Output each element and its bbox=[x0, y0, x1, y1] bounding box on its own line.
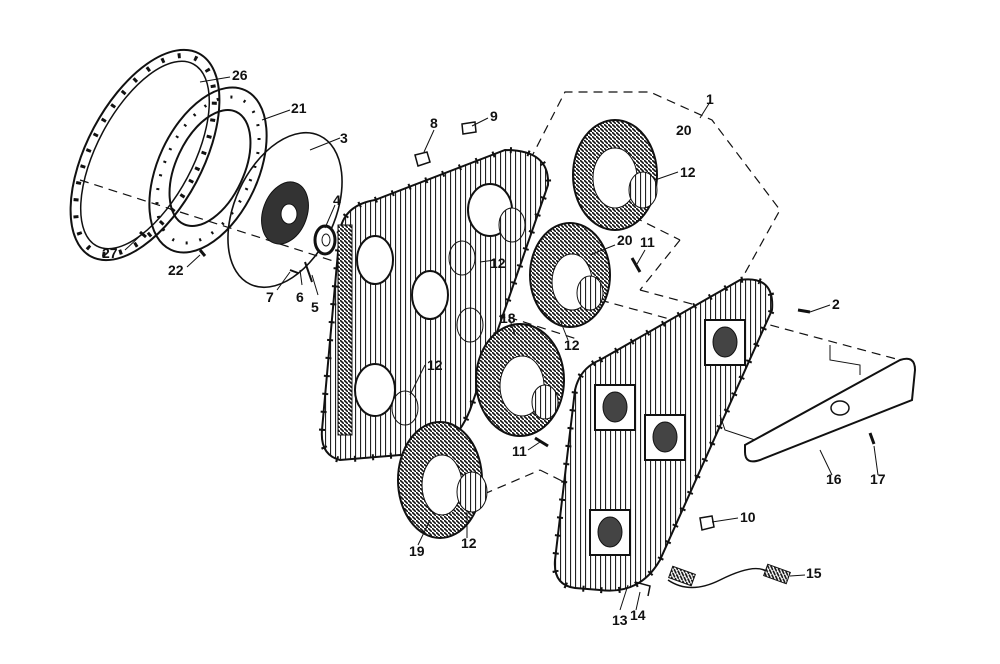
callout-8: 8 bbox=[430, 115, 438, 131]
clutch-disc-3 bbox=[227, 131, 343, 289]
callout-12-left: 12 bbox=[490, 255, 506, 271]
gasket-ring-26 bbox=[69, 48, 221, 262]
callout-20-upper: 20 bbox=[676, 122, 692, 138]
callout-12-housing: 12 bbox=[427, 357, 443, 373]
callout-11-lower: 11 bbox=[512, 443, 527, 459]
leader-lines bbox=[124, 76, 879, 611]
callout-22: 22 bbox=[168, 262, 184, 278]
gear-18 bbox=[475, 323, 565, 437]
callout-10: 10 bbox=[740, 509, 756, 525]
callout-7: 7 bbox=[266, 289, 274, 305]
callout-19: 19 bbox=[409, 543, 425, 559]
gear-20-upper bbox=[572, 119, 658, 231]
bracket-16 bbox=[719, 345, 917, 463]
bearings-12 bbox=[391, 207, 526, 426]
callout-11-upper: 11 bbox=[640, 234, 655, 250]
callout-3: 3 bbox=[340, 130, 348, 146]
callout-17: 17 bbox=[870, 471, 886, 487]
callout-20-middle: 20 bbox=[617, 232, 633, 248]
callout-12-middle: 12 bbox=[564, 337, 580, 353]
callout-12-top: 12 bbox=[680, 164, 696, 180]
cover-plate bbox=[551, 276, 776, 594]
callout-9: 9 bbox=[490, 108, 498, 124]
callout-labels: 1 2 3 4 5 6 7 8 9 10 11 11 12 12 12 12 1… bbox=[102, 67, 886, 628]
callout-13: 13 bbox=[612, 612, 628, 628]
callout-15: 15 bbox=[806, 565, 822, 581]
gear-19 bbox=[397, 421, 488, 539]
callout-4: 4 bbox=[333, 192, 341, 208]
callout-2: 2 bbox=[832, 296, 840, 312]
callout-6: 6 bbox=[296, 289, 304, 305]
washer-4 bbox=[313, 224, 337, 256]
callout-16: 16 bbox=[826, 471, 842, 487]
callout-14: 14 bbox=[630, 607, 646, 623]
callout-18: 18 bbox=[500, 310, 516, 326]
callout-12-bottom: 12 bbox=[461, 535, 477, 551]
callout-27: 27 bbox=[102, 245, 118, 261]
hardware-parts bbox=[139, 121, 876, 597]
gear-20-middle bbox=[529, 222, 611, 328]
callout-1: 1 bbox=[706, 91, 714, 107]
flange-plate-21 bbox=[148, 86, 268, 254]
callout-21: 21 bbox=[291, 100, 307, 116]
callout-26: 26 bbox=[232, 67, 248, 83]
callout-5: 5 bbox=[311, 299, 319, 315]
